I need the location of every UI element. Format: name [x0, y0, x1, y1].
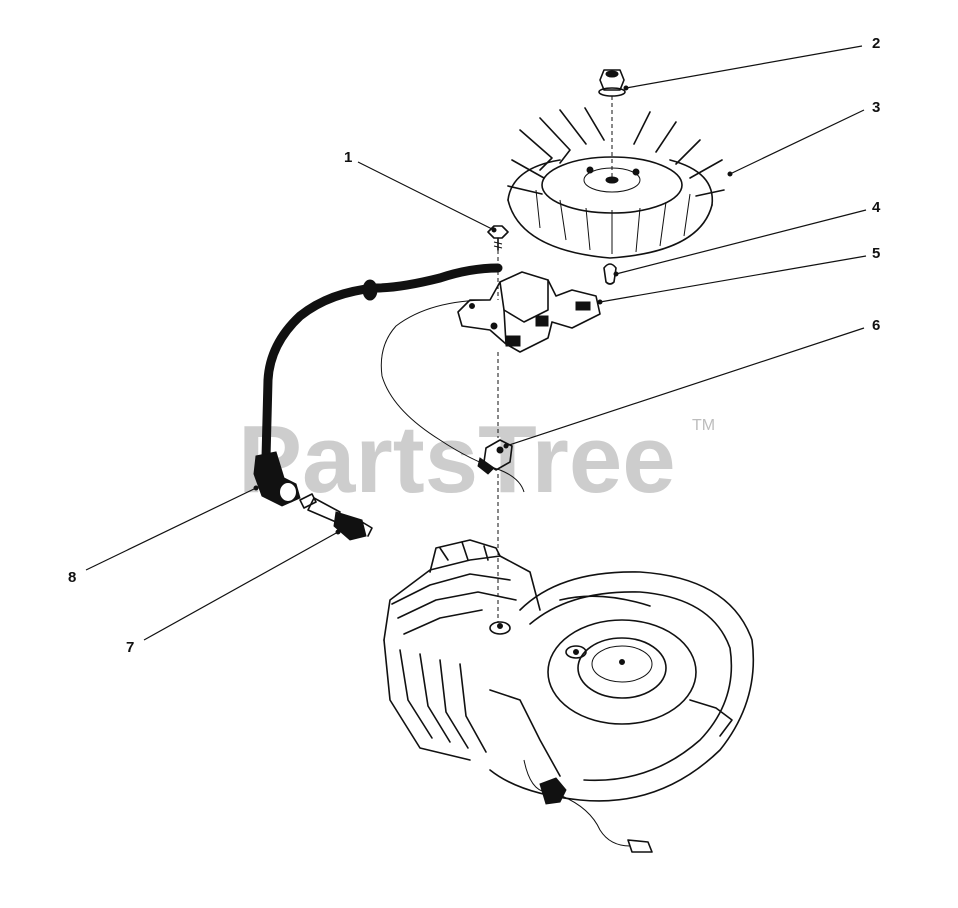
- leader-line-5: [599, 255, 867, 303]
- leader-line-8: [85, 487, 257, 571]
- watermark-brand: PartsTree: [238, 406, 676, 513]
- ignition-module: [457, 271, 601, 353]
- flywheel-nut: [598, 69, 626, 97]
- leader-line-3: [729, 109, 865, 175]
- callout-6: 6: [872, 317, 880, 334]
- callout-5: 5: [872, 245, 880, 262]
- callout-7: 7: [126, 639, 134, 656]
- kill-wire: [523, 759, 653, 853]
- callout-8: 8: [68, 569, 76, 586]
- spark-plug: [299, 493, 373, 541]
- callout-4: 4: [872, 199, 881, 216]
- leader-line-1: [357, 161, 495, 231]
- flywheel-key: [603, 263, 617, 285]
- leader-dots: [253, 85, 733, 535]
- leader-line-2: [625, 45, 863, 89]
- wire-clip: [477, 439, 513, 475]
- callout-1: 1: [344, 149, 352, 166]
- leader-line-6: [505, 327, 865, 447]
- callout-2: 2: [872, 35, 880, 52]
- engine-block: [383, 539, 755, 802]
- flywheel: [507, 107, 725, 259]
- spark-plug-wire: [253, 263, 503, 507]
- mounting-screw: [487, 225, 509, 251]
- watermark-trademark: TM: [692, 417, 715, 434]
- callout-3: 3: [872, 99, 880, 116]
- leader-line-4: [615, 209, 867, 275]
- leader-line-7: [143, 531, 339, 641]
